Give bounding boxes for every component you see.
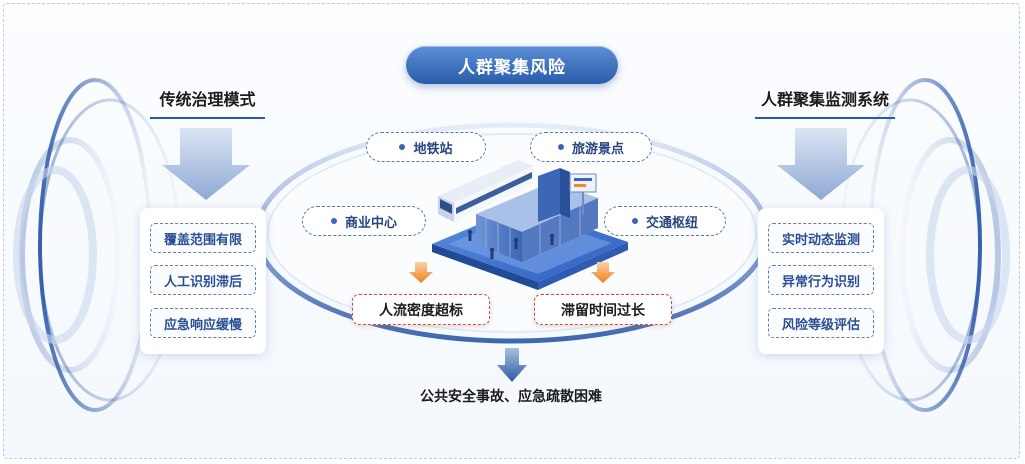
place-label: 旅游景点 <box>571 141 624 157</box>
left-panel: 覆盖范围有限 人工识别滞后 应急响应缓慢 <box>140 208 266 354</box>
right-item-anomaly: 异常行为识别 <box>768 265 874 295</box>
right-heading-underline <box>755 117 895 119</box>
risk-density: 人流密度超标 <box>352 294 490 325</box>
place-scenic-spot: 旅游景点 <box>530 132 652 162</box>
place-subway-station: 地铁站 <box>366 132 486 162</box>
right-heading: 人群聚集监测系统 <box>755 86 895 119</box>
left-heading: 传统治理模式 <box>150 86 265 119</box>
place-label: 地铁站 <box>413 141 453 157</box>
left-down-arrow <box>162 128 250 200</box>
risk-dwell-time: 滞留时间过长 <box>534 294 672 325</box>
place-label: 交通枢纽 <box>645 215 698 231</box>
orange-arrow-left <box>409 262 433 283</box>
left-heading-text: 传统治理模式 <box>159 90 256 109</box>
right-item-risk-level: 风险等级评估 <box>768 308 874 338</box>
right-down-arrow <box>777 128 865 200</box>
bullet-dot <box>631 218 638 224</box>
left-item-manual: 人工识别滞后 <box>150 265 256 295</box>
result-text: 公共安全事故、应急疏散困难 <box>420 389 602 405</box>
left-item-coverage: 覆盖范围有限 <box>150 223 256 253</box>
place-commercial-center: 商业中心 <box>302 206 426 236</box>
orange-arrow-right <box>591 262 615 283</box>
right-heading-text: 人群聚集监测系统 <box>760 90 889 109</box>
place-transport-hub: 交通枢纽 <box>604 206 726 236</box>
station-illustration <box>432 160 628 290</box>
bullet-dot <box>330 218 337 224</box>
place-label: 商业中心 <box>344 215 397 231</box>
left-item-response: 应急响应缓慢 <box>150 308 256 338</box>
bullet-dot <box>557 144 564 150</box>
diagram-title: 人群聚集风险 <box>406 46 618 84</box>
right-item-realtime: 实时动态监测 <box>768 223 874 253</box>
result-arrow <box>497 348 527 382</box>
left-heading-underline <box>150 117 265 119</box>
bullet-dot <box>399 144 406 150</box>
right-panel: 实时动态监测 异常行为识别 风险等级评估 <box>758 208 884 354</box>
